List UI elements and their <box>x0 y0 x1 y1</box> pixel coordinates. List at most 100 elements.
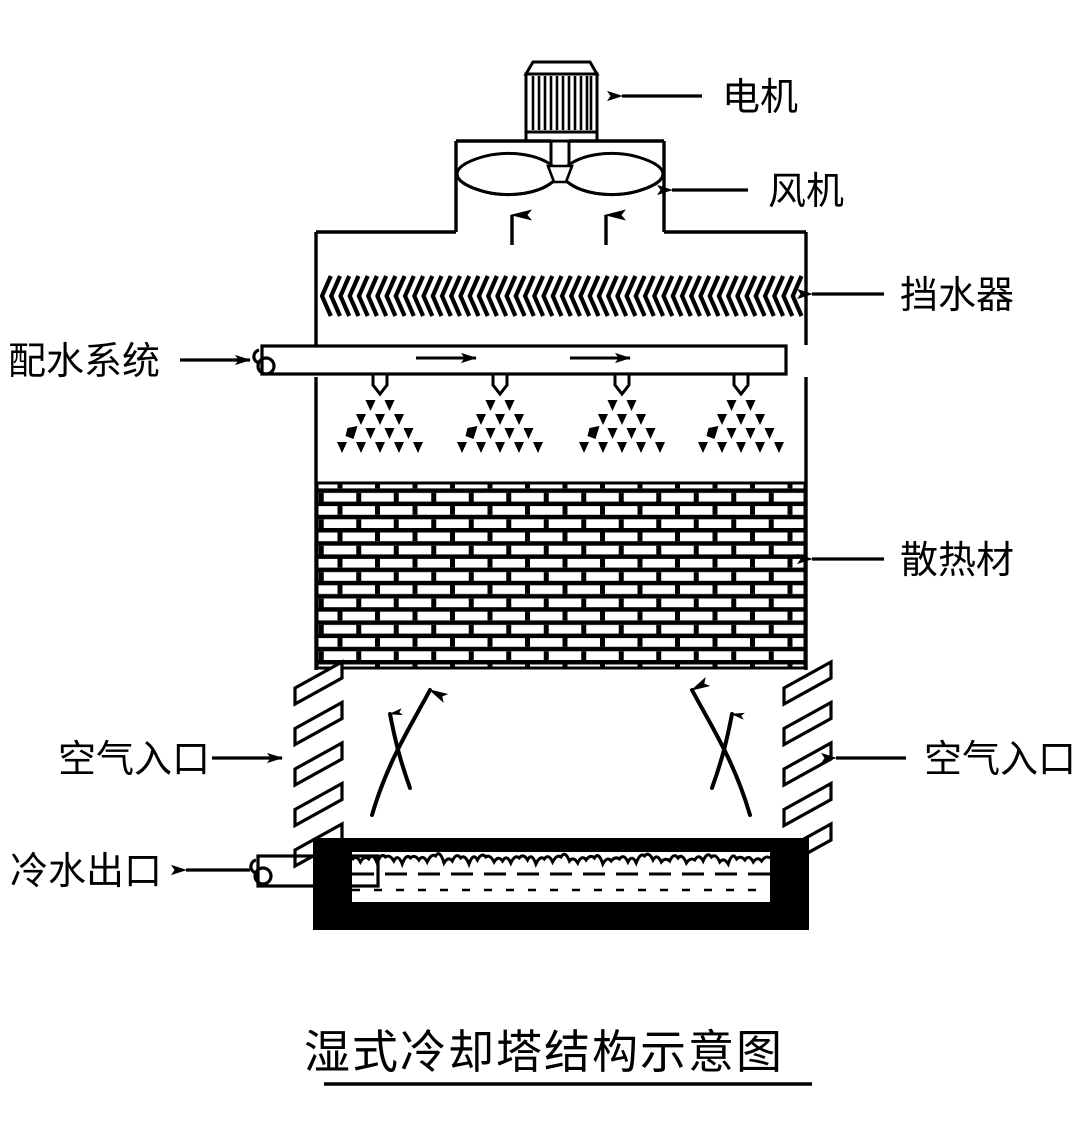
water-droplet <box>655 442 665 453</box>
spray-header-pipe <box>260 344 788 376</box>
water-droplet <box>485 428 496 439</box>
water-droplet <box>375 442 385 453</box>
drift-chevron <box>412 275 426 317</box>
pipe-flange-left <box>256 356 276 376</box>
air-louver-blade <box>782 740 833 788</box>
water-droplet <box>403 428 414 439</box>
drift-chevron <box>716 275 730 317</box>
air-louver-blade <box>293 780 344 829</box>
drift-chevron <box>495 275 509 317</box>
water-droplet <box>345 426 358 439</box>
spray-nozzle <box>732 372 750 397</box>
callout-fill-material: 散热材 <box>797 540 1014 582</box>
air-louver-blade <box>782 780 833 829</box>
drift-chevron <box>485 275 499 317</box>
label-water-distribution-system: 配水系统 <box>8 341 160 383</box>
drift-chevron <box>458 275 472 317</box>
water-droplet <box>764 428 775 439</box>
water-droplet <box>774 442 784 453</box>
airflow-curve-left-outer <box>370 688 449 817</box>
drift-chevron <box>670 275 684 317</box>
water-droplet <box>384 428 395 439</box>
label-motor: 电机 <box>722 77 798 119</box>
water-droplet <box>706 426 719 439</box>
water-surface-wave <box>350 852 771 869</box>
water-droplet <box>607 400 618 411</box>
water-droplet <box>356 414 366 425</box>
drift-chevron <box>356 275 370 317</box>
callout-motor: 电机 <box>607 77 798 119</box>
water-droplet <box>598 414 608 425</box>
spray-nozzle <box>491 372 509 397</box>
drift-chevron <box>421 275 435 317</box>
drift-chevron <box>596 275 610 317</box>
water-distribution-header <box>252 344 788 376</box>
drift-chevron <box>328 275 342 317</box>
drift-chevron <box>707 275 721 317</box>
drift-chevron <box>338 275 352 317</box>
drift-chevron <box>402 275 416 317</box>
drift-chevron <box>550 275 564 317</box>
updraft-arrows <box>510 209 626 245</box>
label-air-inlet-right: 空气入口 <box>924 739 1076 781</box>
water-droplet <box>607 428 618 439</box>
drift-chevron <box>642 275 656 317</box>
airflow-curve-right-outer <box>690 677 752 817</box>
water-droplet <box>726 428 737 439</box>
drift-chevron <box>652 275 666 317</box>
spray-nozzle <box>371 372 389 397</box>
drift-chevron <box>688 275 702 317</box>
callout-cold-water-outlet: 冷水出口 <box>10 851 250 893</box>
water-droplet <box>755 442 765 453</box>
label-air-inlet-left: 空气入口 <box>58 739 210 781</box>
drift-chevron <box>615 275 629 317</box>
drift-chevron <box>781 275 795 317</box>
drift-chevron <box>624 275 638 317</box>
water-droplet <box>579 442 589 453</box>
water-droplet <box>717 442 727 453</box>
callout-fan: 风机 <box>657 171 844 213</box>
airflow-curve-right-inner <box>710 712 745 790</box>
drift-chevron <box>347 275 361 317</box>
water-droplet <box>726 400 737 411</box>
label-fill-material: 散热材 <box>900 540 1014 582</box>
water-droplet <box>394 414 404 425</box>
drift-chevron <box>448 275 462 317</box>
air-louver-blade <box>782 659 833 707</box>
drift-chevron <box>559 275 573 317</box>
drift-chevron <box>375 275 389 317</box>
water-droplet <box>495 442 505 453</box>
water-droplet <box>617 442 627 453</box>
air-louver-blade <box>293 740 344 788</box>
outlet-flange <box>253 866 273 886</box>
callout-drift-eliminator: 挡水器 <box>797 275 1014 317</box>
water-droplet <box>365 400 376 411</box>
spray-nozzle <box>613 372 631 397</box>
water-droplet <box>745 400 756 411</box>
drift-chevron <box>772 275 786 317</box>
callout-water-distribution: 配水系统 <box>8 341 251 383</box>
water-droplet <box>717 414 727 425</box>
water-droplet <box>636 442 646 453</box>
water-droplet <box>533 442 543 453</box>
water-droplet <box>617 414 627 425</box>
water-droplet <box>587 426 600 439</box>
water-droplet <box>514 414 524 425</box>
drift-chevron <box>541 275 555 317</box>
airflow-curves <box>370 677 752 817</box>
drift-chevron <box>504 275 518 317</box>
water-droplet <box>495 414 505 425</box>
drift-chevron <box>698 275 712 317</box>
drift-chevron <box>430 275 444 317</box>
water-droplet <box>457 442 467 453</box>
drift-chevron <box>661 275 675 317</box>
drift-chevron <box>467 275 481 317</box>
water-droplet <box>698 442 708 453</box>
cold-water-basin <box>313 838 809 930</box>
water-droplet <box>504 428 515 439</box>
water-droplet <box>645 428 656 439</box>
water-droplet <box>465 426 478 439</box>
label-fan: 风机 <box>768 171 844 213</box>
water-droplet <box>384 400 395 411</box>
